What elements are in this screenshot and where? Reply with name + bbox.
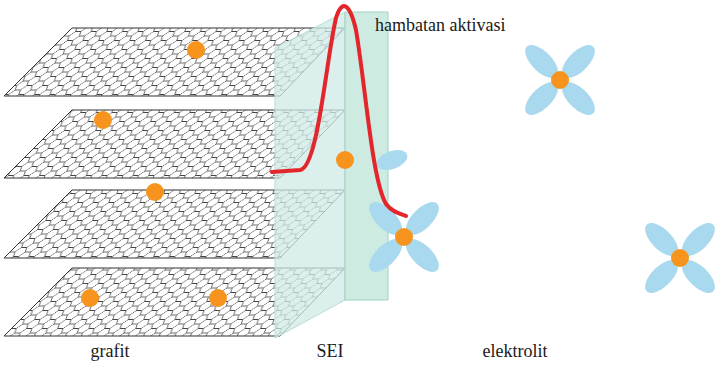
region-label: grafit [91, 342, 130, 362]
sei-layer [275, 12, 388, 338]
lithium-ion [336, 151, 354, 169]
solvated-ions [364, 40, 721, 299]
lithium-ion [81, 289, 99, 307]
activation-barrier-curve [272, 6, 406, 216]
region-label: SEI [317, 342, 344, 362]
lithium-ions [81, 41, 689, 307]
lithium-ion [187, 41, 205, 59]
lithium-ion [671, 249, 689, 267]
solvent-molecule [374, 146, 410, 174]
lithium-ion [94, 111, 112, 129]
region-label: elektrolit [483, 342, 548, 362]
lithium-ion [146, 183, 164, 201]
barrier-label: hambatan aktivasi [375, 16, 505, 36]
lithium-ion [395, 228, 413, 246]
lithium-ion [551, 71, 569, 89]
lithium-ion [209, 289, 227, 307]
